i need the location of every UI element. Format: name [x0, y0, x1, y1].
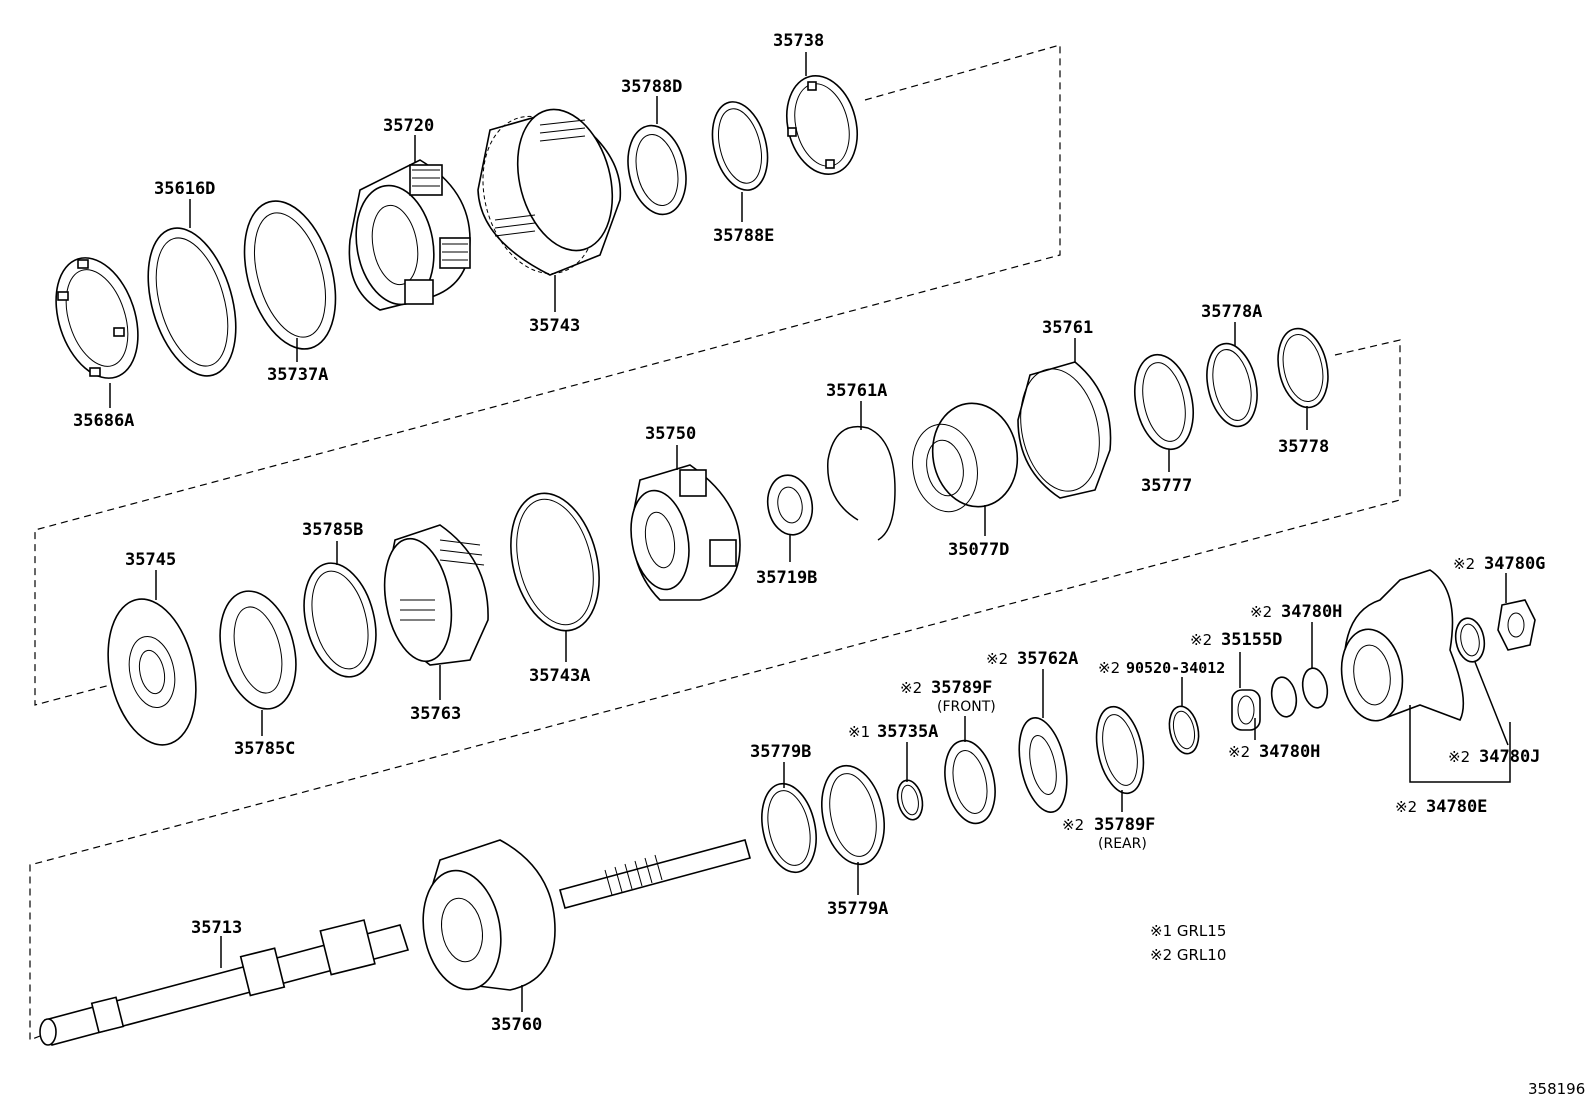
label-35743: 35743 — [529, 316, 580, 336]
label-rear: (REAR) — [1098, 836, 1147, 852]
label-34780G: 34780G — [1484, 554, 1545, 574]
label-35778: 35778 — [1278, 437, 1329, 457]
label-35779B: 35779B — [750, 742, 811, 762]
part-35779A — [821, 764, 885, 866]
part-35789F-rear — [1095, 705, 1145, 795]
label-35761A: 35761A — [826, 381, 887, 401]
mark-35789F-rear: ※2 — [1062, 816, 1084, 834]
part-35750 — [630, 464, 741, 601]
part-34780G — [1497, 599, 1536, 651]
label-35789F-rear: 35789F — [1094, 815, 1155, 835]
part-35737A — [243, 200, 337, 350]
mark-34780G: ※2 — [1453, 555, 1475, 573]
part-35788E — [711, 101, 769, 191]
part-35720 — [348, 159, 471, 311]
part-35686A — [55, 257, 139, 379]
part-35778 — [1277, 327, 1329, 409]
label-90520-34012: 90520-34012 — [1126, 659, 1225, 677]
mark-34780H-bot: ※2 — [1228, 743, 1250, 761]
part-35719B — [766, 474, 814, 536]
part-35789F-front — [944, 739, 996, 825]
label-35762A: 35762A — [1017, 649, 1078, 669]
note-grl10: ※2 GRL10 — [1150, 946, 1226, 964]
part-34780J — [1454, 617, 1486, 663]
assembly-outline — [29, 44, 1401, 1041]
label-35686A: 35686A — [73, 411, 134, 431]
label-35743A: 35743A — [529, 666, 590, 686]
label-front: (FRONT) — [937, 699, 996, 715]
mark-35762A: ※2 — [986, 650, 1008, 668]
part-34780H — [1270, 667, 1329, 718]
mark-35155D: ※2 — [1190, 631, 1212, 649]
part-34780E — [1340, 569, 1465, 722]
part-35077D — [912, 402, 1019, 513]
mark-34780J: ※2 — [1448, 748, 1470, 766]
part-35713 — [39, 919, 410, 1046]
label-35763: 35763 — [410, 704, 461, 724]
label-35777: 35777 — [1141, 476, 1192, 496]
part-90520-34012 — [1168, 705, 1200, 755]
label-34780H-bot: 34780H — [1259, 742, 1320, 762]
label-34780H-top: 34780H — [1281, 602, 1342, 622]
part-35788D — [627, 124, 687, 216]
label-35720: 35720 — [383, 116, 434, 136]
label-34780J: 34780J — [1479, 747, 1540, 767]
part-35761A — [827, 426, 896, 541]
label-35737A: 35737A — [267, 365, 328, 385]
label-35778A: 35778A — [1201, 302, 1262, 322]
label-35735A: 35735A — [877, 722, 938, 742]
label-35750: 35750 — [645, 424, 696, 444]
part-35778A — [1206, 342, 1258, 428]
label-35788D: 35788D — [621, 77, 682, 97]
mark-90520: ※2 — [1098, 659, 1120, 677]
part-35155D — [1231, 689, 1261, 731]
label-35713: 35713 — [191, 918, 242, 938]
part-35785C — [219, 590, 297, 710]
leader-lines — [109, 52, 1511, 1012]
mark-34780E: ※2 — [1395, 798, 1417, 816]
part-35761 — [1017, 361, 1112, 499]
part-35760 — [422, 839, 751, 991]
part-35785B — [303, 562, 377, 678]
label-35785B: 35785B — [302, 520, 363, 540]
label-35738: 35738 — [773, 31, 824, 51]
label-35789F-front: 35789F — [931, 678, 992, 698]
part-35779B — [761, 782, 817, 874]
part-35763 — [383, 524, 489, 666]
label-35155D: 35155D — [1221, 630, 1282, 650]
mark-35735A: ※1 — [848, 723, 870, 741]
part-labels: 35738 35788D 35720 35616D 35788E 35743 3… — [73, 31, 1545, 1035]
label-35785C: 35785C — [234, 739, 295, 759]
label-35077D: 35077D — [948, 540, 1009, 560]
part-35743A — [510, 492, 600, 632]
label-35761: 35761 — [1042, 318, 1093, 338]
part-35616D — [147, 227, 237, 377]
label-35719B: 35719B — [756, 568, 817, 588]
label-35745: 35745 — [125, 550, 176, 570]
label-35779A: 35779A — [827, 899, 888, 919]
label-34780E: 34780E — [1426, 797, 1487, 817]
part-35762A — [1018, 717, 1068, 813]
notes: ※1 GRL15 ※2 GRL10 — [1150, 922, 1226, 964]
label-35616D: 35616D — [154, 179, 215, 199]
part-35735A — [896, 779, 924, 821]
mark-34780H-top: ※2 — [1250, 603, 1272, 621]
part-35738 — [786, 74, 858, 176]
figure-number: 358196 — [1528, 1080, 1585, 1098]
part-35743 — [477, 108, 622, 276]
note-grl15: ※1 GRL15 — [1150, 922, 1226, 940]
part-35745 — [107, 598, 197, 746]
mark-35789F-front: ※2 — [900, 679, 922, 697]
label-35788E: 35788E — [713, 226, 774, 246]
label-35760: 35760 — [491, 1015, 542, 1035]
part-35777 — [1134, 353, 1194, 451]
